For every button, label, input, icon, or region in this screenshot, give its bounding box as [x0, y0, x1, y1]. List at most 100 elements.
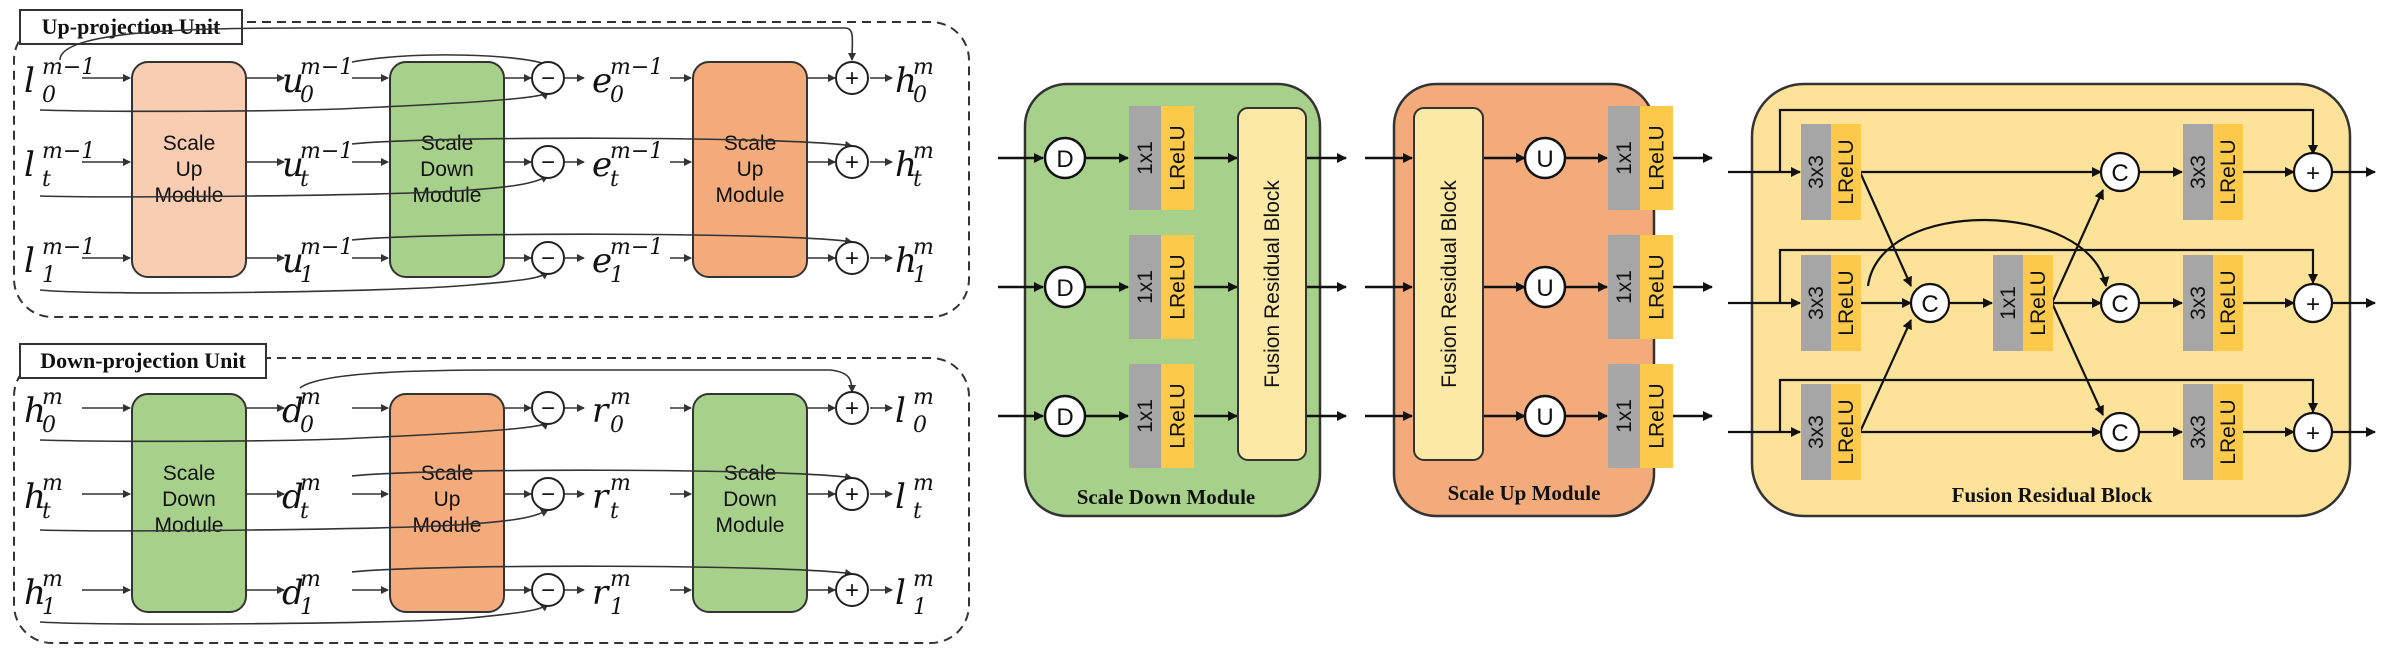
scale-up-op-0: U [1523, 136, 1567, 180]
down-mids-1: dtm [282, 471, 321, 524]
svg-text:+: + [2306, 291, 2320, 318]
up-mids-0: u0m−1 [282, 55, 353, 108]
svg-text:LReLU: LReLU [2217, 270, 2240, 335]
svg-text:0: 0 [610, 83, 624, 108]
scale-up-fusion-label: Fusion Residual Block [1438, 180, 1461, 388]
scale-down-fusion-label: Fusion Residual Block [1261, 180, 1284, 388]
svg-text:m: m [913, 235, 934, 260]
svg-text:t: t [610, 167, 619, 192]
up-mids-2: u1m−1 [282, 235, 353, 288]
svg-text:h: h [24, 477, 46, 517]
svg-text:LReLU: LReLU [1646, 254, 1669, 319]
svg-text:t: t [913, 167, 922, 192]
svg-text:d: d [282, 477, 304, 517]
svg-text:0: 0 [610, 413, 624, 438]
down-block-2-line-1: Scale [421, 462, 474, 485]
up-errs-1: et m−1 [592, 139, 663, 192]
up-minus-0: − [531, 61, 565, 95]
svg-text:C: C [2111, 160, 2128, 187]
up-block-2-line-2: Down [420, 158, 474, 181]
up-minus-2: − [531, 241, 565, 275]
down-mids-0: d0m [282, 385, 321, 438]
svg-text:−: − [541, 577, 555, 604]
svg-text:m: m [913, 567, 934, 592]
svg-text:1x1: 1x1 [1613, 270, 1636, 304]
svg-text:C: C [1921, 291, 1938, 318]
up-plus-2: + [835, 241, 869, 275]
up-block-3-line-3: Module [716, 184, 785, 207]
svg-text:t: t [300, 499, 309, 524]
svg-text:1: 1 [300, 263, 314, 288]
svg-text:h: h [24, 391, 46, 431]
svg-text:LReLU: LReLU [1835, 399, 1858, 464]
svg-text:D: D [1056, 404, 1073, 431]
svg-text:h: h [24, 573, 46, 613]
svg-text:l: l [895, 573, 906, 613]
down-inputs-1: htm [24, 471, 63, 524]
svg-text:m−1: m−1 [610, 139, 663, 164]
svg-text:e: e [592, 145, 612, 185]
svg-text:m: m [610, 385, 631, 410]
svg-text:LReLU: LReLU [1167, 383, 1190, 448]
down-minus-1: − [531, 477, 565, 511]
svg-text:m−1: m−1 [300, 139, 353, 164]
svg-text:m−1: m−1 [610, 235, 663, 260]
svg-text:t: t [913, 499, 922, 524]
svg-text:t: t [300, 167, 309, 192]
down-block-3-line-3: Module [716, 514, 785, 537]
down-inputs-2: h1m [24, 567, 63, 620]
up-block-2-line-1: Scale [421, 132, 474, 155]
svg-text:0: 0 [42, 413, 56, 438]
svg-text:LReLU: LReLU [1167, 254, 1190, 319]
svg-text:1x1: 1x1 [1613, 399, 1636, 433]
svg-text:m: m [913, 385, 934, 410]
svg-text:e: e [592, 241, 612, 281]
svg-text:l: l [24, 241, 35, 281]
svg-text:1x1: 1x1 [1134, 141, 1157, 175]
svg-text:0: 0 [300, 413, 314, 438]
svg-text:U: U [1536, 146, 1553, 173]
down-plus-1: + [835, 477, 869, 511]
svg-text:1: 1 [913, 263, 927, 288]
svg-text:0: 0 [913, 83, 927, 108]
svg-text:−: − [541, 395, 555, 422]
svg-text:l: l [895, 477, 906, 517]
up-block-1-line-1: Scale [163, 132, 216, 155]
down-minus-2: − [531, 573, 565, 607]
svg-text:m−1: m−1 [42, 55, 95, 80]
svg-text:l: l [24, 145, 35, 185]
scale-down-op-0: D [1043, 136, 1087, 180]
scale-down-op-1: D [1043, 265, 1087, 309]
svg-text:U: U [1536, 275, 1553, 302]
svg-text:h: h [895, 145, 917, 185]
svg-text:LReLU: LReLU [2027, 270, 2050, 335]
up-errs-0: e0m−1 [592, 55, 663, 108]
down-minus-0: − [531, 391, 565, 425]
svg-text:+: + [845, 149, 859, 176]
svg-text:C: C [2111, 291, 2128, 318]
down-projection-title: Down-projection Unit [40, 348, 246, 373]
down-block-2-line-2: Up [434, 488, 461, 511]
down-block-1-line-3: Module [155, 514, 224, 537]
svg-text:0: 0 [913, 413, 927, 438]
svg-text:+: + [845, 65, 859, 92]
down-block-1-line-1: Scale [163, 462, 216, 485]
